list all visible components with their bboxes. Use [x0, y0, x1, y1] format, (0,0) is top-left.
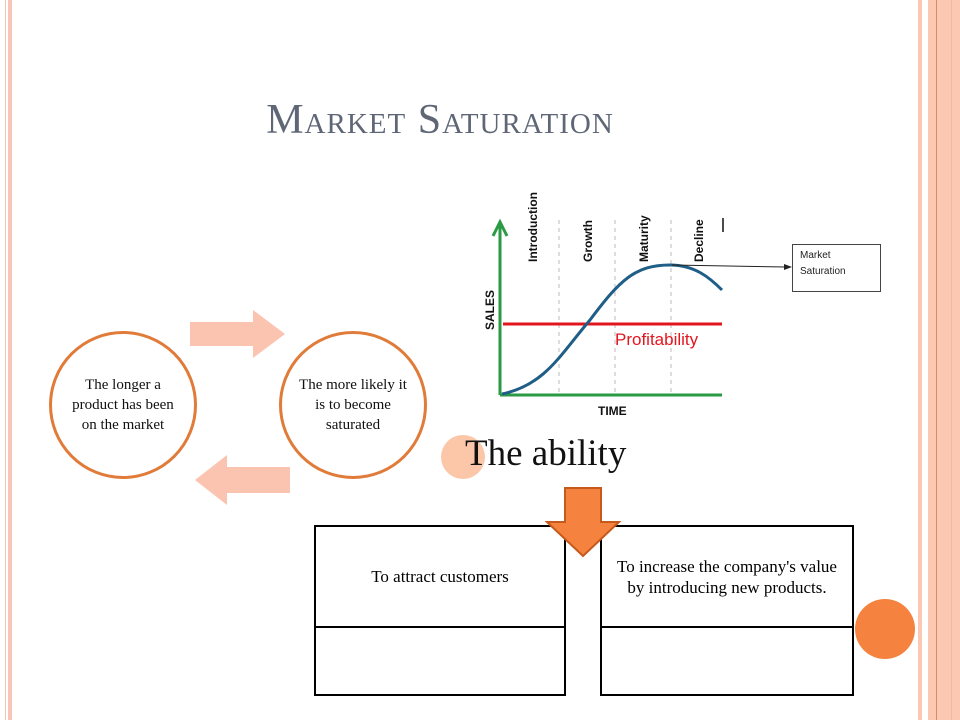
circle-likely-saturated: The more likely it is to become saturate…	[279, 331, 427, 479]
circle-text: The longer a product has been on the mar…	[72, 377, 174, 433]
right-arrow	[190, 310, 285, 358]
callout-arrowhead	[784, 264, 792, 270]
y-axis-label: SALES	[483, 290, 497, 330]
cell-text: To increase the company's value by intro…	[617, 556, 837, 597]
right-border-stripe	[928, 0, 960, 720]
sales-curve	[501, 263, 724, 396]
circle-text: The more likely it is to become saturate…	[299, 377, 407, 433]
stage-label-introduction: Introduction	[526, 192, 540, 262]
left-border-stripe	[8, 0, 12, 720]
cycle-arrows	[190, 310, 290, 505]
down-arrow-icon	[545, 487, 622, 558]
product-life-cycle-chart: Introduction Growth Maturity Decline SAL…	[483, 192, 792, 418]
stage-label-decline: Decline	[692, 219, 706, 262]
callout-arrow	[671, 264, 787, 268]
decorative-orange-circle	[855, 599, 915, 659]
y-axis-arrowhead	[491, 218, 509, 237]
ability-heading: The ability	[465, 433, 627, 474]
left-border-stripe	[5, 0, 6, 720]
table-cell-empty	[314, 626, 566, 696]
ability-bullet-circle	[441, 435, 485, 479]
cell-text: To attract customers	[371, 567, 509, 586]
table-cell-attract-customers: To attract customers	[314, 525, 566, 628]
right-border-stripe	[918, 0, 922, 720]
profitability-label: Profitability	[615, 330, 699, 349]
left-arrow	[195, 455, 290, 505]
market-saturation-callout: Market Saturation	[792, 244, 881, 292]
table-cell-empty	[600, 626, 854, 696]
right-border-line	[936, 0, 937, 720]
table-cell-increase-value: To increase the company's value by intro…	[600, 525, 854, 628]
stage-label-maturity: Maturity	[637, 215, 651, 262]
circle-longer-on-market: The longer a product has been on the mar…	[49, 331, 197, 479]
right-border-line	[951, 0, 952, 720]
slide-title: Market Saturation	[266, 97, 614, 143]
stage-label-growth: Growth	[581, 220, 595, 262]
x-axis-label: TIME	[598, 404, 627, 418]
